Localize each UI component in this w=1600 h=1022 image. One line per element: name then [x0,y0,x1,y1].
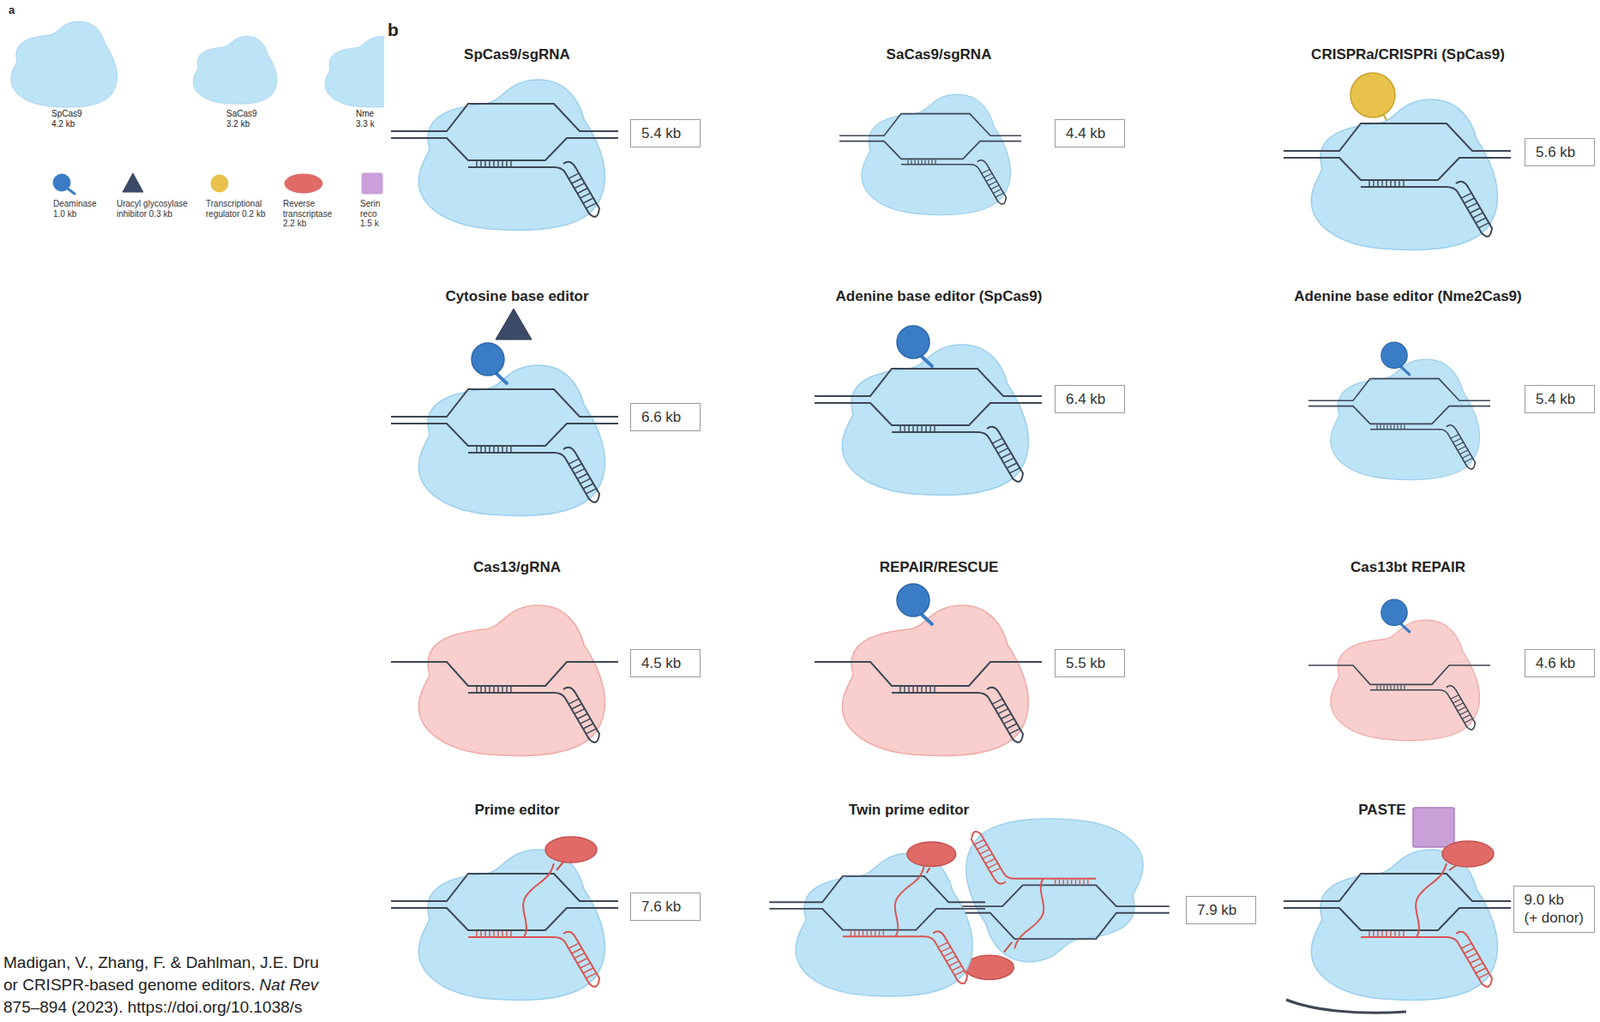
citation-text: 875–894 (2023). https://doi.org/10.1038/… [3,998,303,1018]
editor-title: Cas13bt REPAIR [1350,559,1466,577]
size-text: 4.5 kb [641,654,690,673]
panel-a-region: aSpCas94.2 kb SaCas93.2 kb Nme3.3 k Madigan… [0,0,385,1022]
protein-name: SpCas9 [51,108,83,120]
size-box: 6.4 kb [1054,384,1125,414]
size-text: 4.6 kb [1535,654,1584,673]
size-text: 5.4 kb [641,124,690,143]
size-text: 5.6 kb [1535,143,1584,162]
size-text: 5.4 kb [1535,390,1584,409]
size-text: 5.5 kb [1065,654,1114,673]
legend-swatch [282,170,325,197]
legend-text: Transcriptional regulator 0.2 kb [205,198,271,219]
size-box: 4.6 kb [1524,649,1595,678]
size-text: (+ donor) [1524,908,1584,927]
legend-text: Deaminase 1.0 kb [53,198,103,219]
size-box: 7.6 kb [630,892,701,921]
legend-swatch [350,170,385,197]
size-box: 4.5 kb [630,649,701,678]
editor-title: Cas13/gRNA [473,559,561,577]
editor-title: Cytosine base editor [445,288,589,306]
size-text: 6.4 kb [1065,390,1114,409]
citation-text: Madigan, V., Zhang, F. & Dahlman, J.E. D… [3,953,319,974]
size-text: 7.9 kb [1196,901,1246,920]
editor-title: Twin prime editor [848,801,969,819]
legend-text: Uracyl glycosylase inhibitor 0.3 kb [116,198,196,219]
editor-title: SaCas9/sgRNA [886,46,993,64]
legend-swatch [42,170,85,197]
gene-size: 4.2 kb [51,119,75,130]
panel-letter: b [387,18,399,41]
editor-title: Adenine base editor (SpCas9) [836,288,1043,306]
editor-title: SpCas9/sgRNA [463,46,571,64]
legend-swatch [198,170,241,197]
editor-title: Prime editor [474,801,560,819]
panel-letter: a [8,3,15,18]
size-text: 6.6 kb [641,408,690,427]
panel-a-proteins [0,0,385,1022]
protein-name: Nme [355,108,374,120]
size-box: 4.4 kb [1054,119,1125,148]
gene-size: 3.2 kb [226,119,250,130]
editor-title: CRISPRa/CRISPRi (SpCas9) [1311,46,1505,64]
editor-title: REPAIR/RESCUE [879,559,999,577]
editor-title: Adenine base editor (Nme2Cas9) [1293,288,1522,306]
size-text: 7.6 kb [641,897,690,916]
editor-title: PASTE [1358,801,1406,819]
gene-size: 3.3 k [355,119,375,130]
legend-text: Reverse transcriptase 2.2 kb [282,198,345,229]
citation-text: or CRISPR-based genome editors. [3,975,256,996]
size-text: 4.4 kb [1065,124,1114,143]
size-box: 5.5 kb [1054,649,1125,678]
size-box: 5.4 kb [630,119,701,148]
size-box: 7.9 kb [1185,896,1257,925]
size-text: 9.0 kb [1524,890,1584,909]
citation-journal: Nat Rev [259,975,319,996]
size-box: 5.6 kb [1524,138,1595,167]
legend-text: Serin reco 1.5 k [360,198,384,229]
size-box: 5.4 kb [1524,384,1595,414]
size-box: 6.6 kb [630,403,701,432]
legend-swatch [111,170,155,197]
protein-name: SaCas9 [226,108,258,120]
size-box: 9.0 kb(+ donor) [1513,885,1595,933]
